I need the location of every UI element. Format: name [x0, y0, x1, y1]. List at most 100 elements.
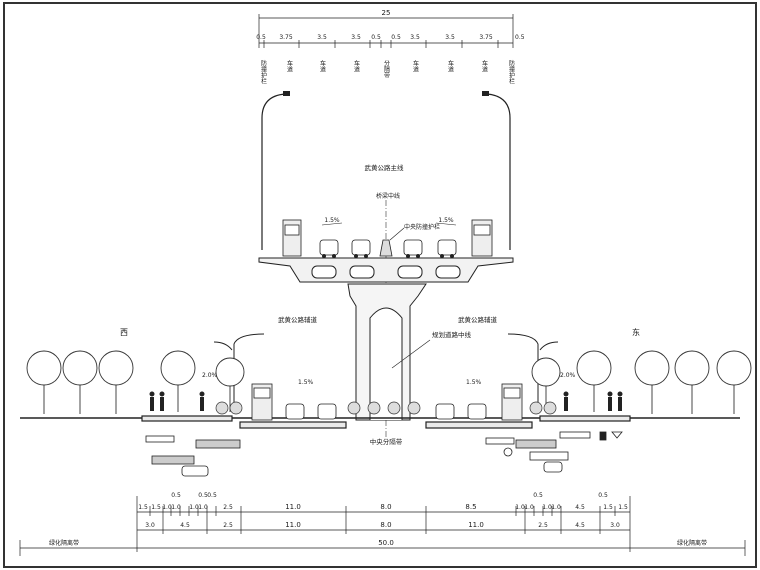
utility-12 — [559, 431, 591, 439]
sidewalk-right — [539, 415, 631, 422]
lane-label-l2: 车道 — [319, 59, 326, 73]
deck-slab — [258, 257, 514, 283]
median-barrier-deck — [379, 239, 393, 257]
crossfall-left: 1.5% — [324, 217, 340, 224]
lane-label-r1: 车道 — [412, 59, 419, 73]
dim-r1-13: 1.0 — [551, 504, 561, 511]
dim-small-1: 0.5 — [198, 492, 208, 499]
dim-r1-14: 4.5 — [575, 504, 585, 511]
road-center-leader — [391, 339, 431, 369]
slope-left-road: 1.5% — [298, 379, 314, 386]
seg-width-4: 0.5 — [371, 34, 381, 41]
utility-8 — [543, 461, 563, 473]
deck-wheels — [322, 254, 454, 258]
car-ground-3 — [435, 403, 455, 420]
dim-r1-7: 11.0 — [285, 503, 301, 511]
dim-r1-4: 1.0 — [189, 504, 199, 511]
deck-vehicles — [282, 219, 493, 257]
dim-r2-4: 8.0 — [380, 521, 391, 529]
utility-7 — [529, 451, 569, 461]
crossfall-left-arrow — [321, 222, 343, 226]
dim-r1-9: 8.5 — [465, 503, 476, 511]
girder-cell-2 — [349, 265, 375, 279]
overall-width-label: 25 — [382, 9, 391, 17]
dim-r1-3: 1.0 — [171, 504, 181, 511]
tree — [26, 350, 62, 414]
seg-width-1: 3.75 — [279, 34, 293, 41]
car-deck-2 — [351, 239, 371, 256]
lane-label-r3: 车道 — [481, 59, 488, 73]
car-ground-4 — [467, 403, 487, 420]
pier — [347, 283, 427, 421]
dim-r1-16: 1.5 — [618, 504, 628, 511]
dim-r1-6: 2.5 — [223, 504, 233, 511]
sidewalk-left — [141, 415, 233, 422]
slope-right-road: 1.5% — [466, 379, 482, 386]
crossfall-right: 1.5% — [438, 217, 454, 224]
dim-r1-2: 1.0 — [162, 504, 172, 511]
ground-vehicles — [251, 383, 523, 421]
girder-cell-4 — [435, 265, 461, 279]
trees — [26, 350, 752, 414]
west-label: 西 — [120, 328, 128, 337]
bus-ground-right-window — [503, 387, 521, 399]
ground-lamps — [213, 333, 559, 412]
dim-small-4: 0.5 — [598, 492, 608, 499]
slope-left-walk: 2.0% — [202, 372, 218, 379]
lane-label-guard-right: 防撞护栏 — [508, 59, 515, 85]
deck-structure — [258, 257, 514, 283]
dim-row2-labels: 3.0 4.5 2.5 11.0 8.0 11.0 2.5 4.5 3.0 — [145, 521, 620, 529]
dim-r1-12: 1.0 — [542, 504, 552, 511]
ramp-label-left: 武黄公路辅道 — [278, 315, 318, 324]
lane-label-l3: 车道 — [353, 59, 360, 73]
utility-1 — [145, 435, 175, 443]
shrubs — [215, 401, 557, 415]
seg-width-3: 3.5 — [351, 34, 361, 41]
seg-width-6: 3.5 — [410, 34, 420, 41]
utility-2 — [195, 439, 241, 449]
dim-r1-0: 1.5 — [138, 504, 148, 511]
lane-label-guard-left: 防撞护栏 — [260, 59, 267, 85]
car-ground-2 — [317, 403, 337, 420]
segment-width-labels: 0.5 3.75 3.5 3.5 0.5 0.5 3.5 3.5 3.75 0.… — [256, 34, 524, 41]
dim-r1-15: 1.5 — [603, 504, 613, 511]
median-barrier-label: 中央防撞护栏 — [404, 223, 440, 231]
deck-lamps — [261, 93, 511, 250]
dim-r2-5: 11.0 — [468, 521, 484, 529]
ramp-label-right: 武黄公路辅道 — [458, 315, 498, 324]
dim-total: 50.0 — [378, 539, 394, 547]
dim-r2-0: 3.0 — [145, 522, 155, 529]
seg-width-8: 3.75 — [479, 34, 493, 41]
dim-r1-1: 1.5 — [151, 504, 161, 511]
seg-width-0: 0.5 — [256, 34, 266, 41]
bus-deck-left-window — [284, 224, 300, 236]
utility-4 — [181, 465, 209, 477]
green-belt-left: 绿化隔离带 — [49, 539, 79, 547]
pedestrians — [149, 391, 623, 411]
dim-r2-2: 2.5 — [223, 522, 233, 529]
dim-r2-1: 4.5 — [180, 522, 190, 529]
tree — [634, 350, 670, 414]
tree — [531, 357, 561, 412]
tree — [716, 350, 752, 414]
tree — [674, 350, 710, 414]
utility-10 — [599, 431, 607, 441]
road-surfaces — [141, 415, 631, 429]
bridge-center-label: 桥梁中线 — [376, 192, 400, 200]
dim-r1-5: 1.0 — [198, 504, 208, 511]
seg-width-9: 0.5 — [515, 34, 525, 41]
utility-9 — [503, 447, 513, 457]
utility-5 — [485, 437, 515, 445]
tree — [98, 350, 134, 414]
lane-label-r2: 车道 — [447, 59, 454, 73]
lane-label-l1: 车道 — [286, 59, 293, 73]
dim-small-3: 0.5 — [533, 492, 543, 499]
central-median-label: 中央分隔带 — [370, 437, 403, 446]
green-belt-right: 绿化隔离带 — [677, 539, 707, 547]
lane-labels: 防撞护栏 车道 车道 车道 分隔带 车道 车道 车道 防撞护栏 — [260, 59, 515, 85]
seg-width-2: 3.5 — [317, 34, 327, 41]
dim-r1-11: 1.0 — [524, 504, 534, 511]
car-deck-1 — [319, 239, 339, 256]
dim-r2-8: 3.0 — [610, 522, 620, 529]
